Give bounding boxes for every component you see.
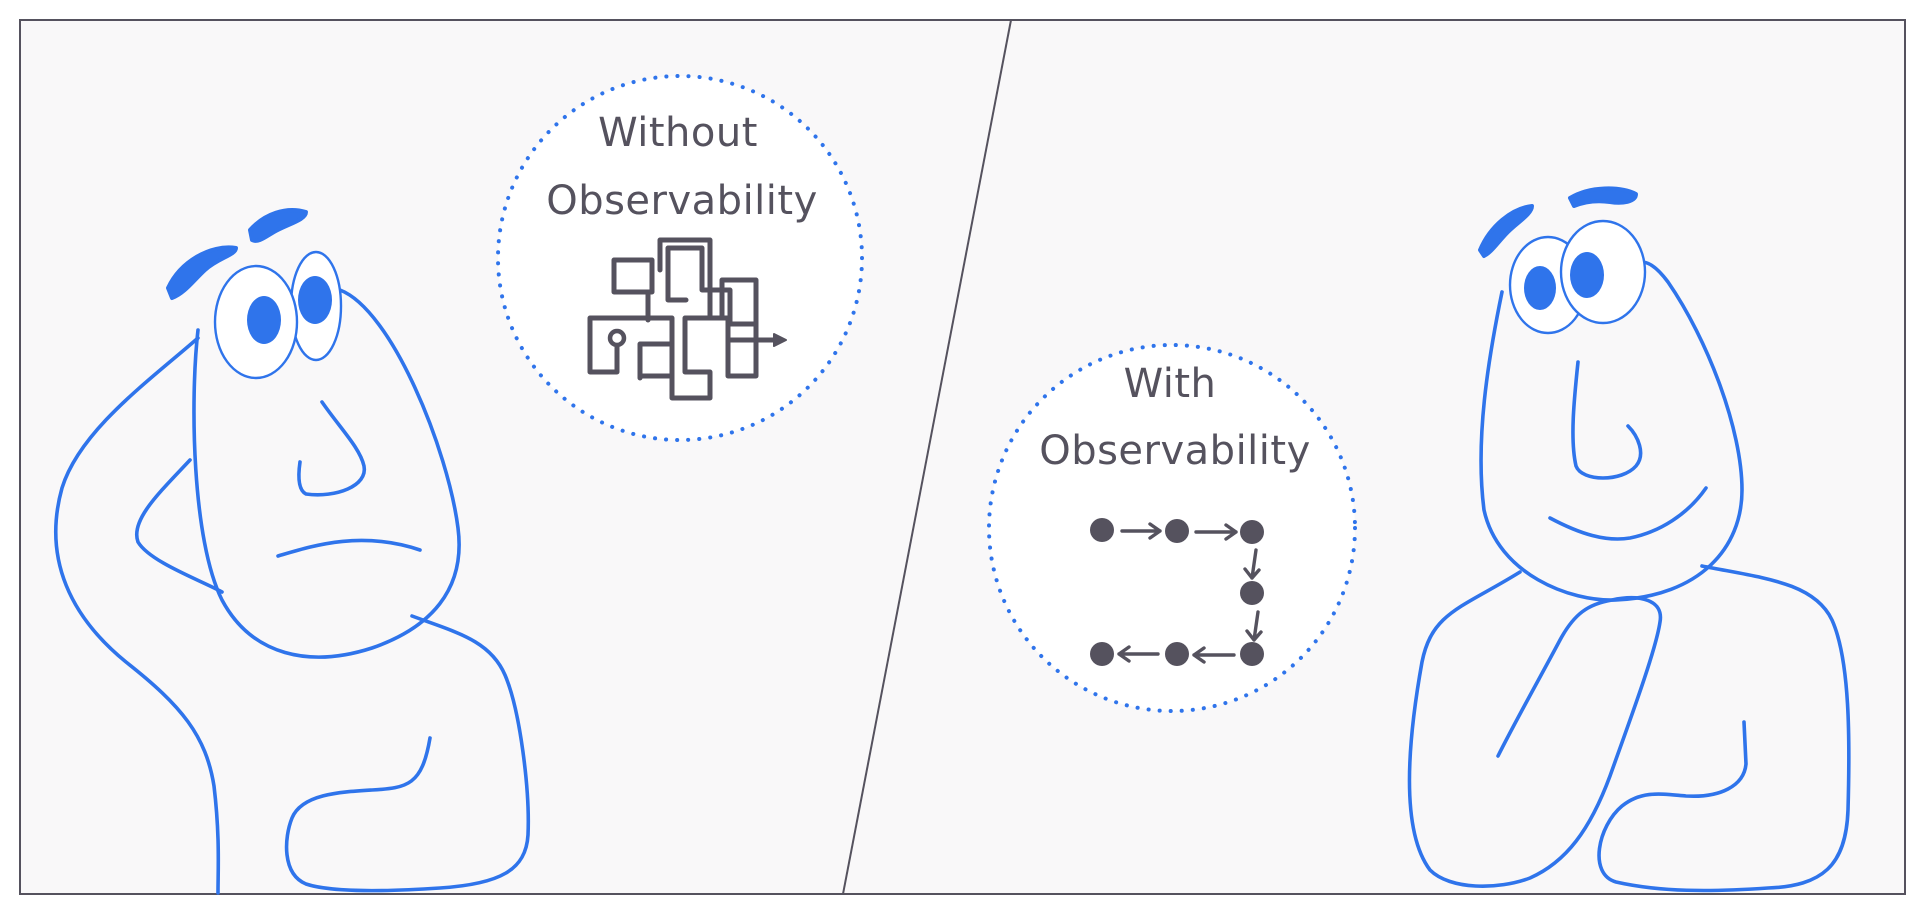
confused-character-pupil-back xyxy=(298,276,332,324)
confused-character xyxy=(53,208,531,895)
step-node xyxy=(1165,642,1189,666)
step-node xyxy=(1240,520,1264,544)
without-observability-bubble: Without Observability xyxy=(496,74,864,442)
confused-character-forearm xyxy=(134,458,224,594)
happy-character-nose xyxy=(1571,360,1643,480)
happy-character-pupil-left xyxy=(1524,266,1556,310)
happy-character-smile xyxy=(1548,486,1708,541)
step-arrow xyxy=(1192,646,1236,664)
outer-frame xyxy=(19,19,1906,895)
confused-character-nose xyxy=(297,400,366,497)
happy-character-head xyxy=(1479,260,1744,602)
step-arrow xyxy=(1243,548,1261,580)
bubble-title-line-2: Observability xyxy=(546,178,818,224)
step-node xyxy=(1165,519,1189,543)
confused-character-left-eyebrow xyxy=(166,245,238,300)
happy-character-torso xyxy=(1407,570,1663,888)
tangled-path-icon xyxy=(587,237,787,401)
happy-character xyxy=(1407,186,1851,893)
happy-character-left-eyebrow xyxy=(1478,204,1534,258)
confused-character-head xyxy=(192,288,461,659)
bubble-title-line-1: With xyxy=(1124,361,1217,407)
step-node xyxy=(1090,642,1114,666)
step-node xyxy=(1240,642,1264,666)
step-arrow xyxy=(1194,523,1238,541)
left-panel-background xyxy=(20,20,1011,894)
happy-character-pupil-right xyxy=(1570,252,1604,298)
panel-divider xyxy=(842,19,1012,895)
confused-character-pupil-front xyxy=(247,296,281,344)
step-node xyxy=(1240,581,1264,605)
confused-character-right-eyebrow xyxy=(248,208,308,243)
confused-character-mouth xyxy=(276,538,422,558)
confused-character-raised-arm xyxy=(53,336,221,895)
happy-character-right-eyebrow xyxy=(1568,186,1638,208)
bubble-title-line-1: Without xyxy=(598,110,758,156)
with-observability-bubble: With Observability xyxy=(987,343,1357,713)
step-arrow xyxy=(1120,522,1162,540)
bubble-title-line-2: Observability xyxy=(1039,428,1311,474)
step-node xyxy=(1090,518,1114,542)
step-arrow xyxy=(1117,645,1160,663)
step-arrow xyxy=(1245,610,1263,642)
confused-character-shoulder xyxy=(284,614,531,893)
ordered-steps-icon xyxy=(1090,518,1264,666)
happy-character-arm xyxy=(1597,564,1851,893)
